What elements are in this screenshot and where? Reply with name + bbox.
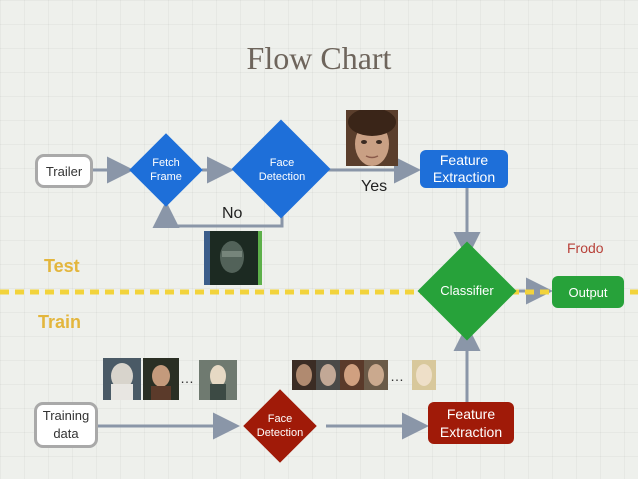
trailer-label: Trailer (45, 163, 83, 179)
training-data-box: Training data (34, 402, 98, 448)
result-label: Frodo (567, 240, 604, 256)
character-photos (103, 358, 237, 400)
trailer-box: Trailer (35, 154, 93, 188)
classifier-label: Classifier (440, 283, 494, 298)
face-crop-photos (292, 360, 436, 390)
face-detection-label: Face Detection (258, 157, 306, 183)
feature-extraction-box: Feature Extraction (420, 150, 508, 188)
train-face-detection-label: Face Detection (256, 413, 304, 439)
fetch-frame-label: Fetch Frame (150, 157, 182, 183)
test-section-label: Test (44, 256, 80, 276)
ellipsis-2: … (390, 368, 404, 384)
output-box: Output (552, 276, 624, 308)
ellipsis-1: … (180, 370, 194, 386)
face-photo (346, 110, 398, 166)
slide-title: Flow Chart (246, 40, 392, 76)
train-feature-extraction-box: Feature Extraction (428, 402, 514, 444)
no-label: No (222, 205, 243, 222)
output-label: Output (568, 284, 608, 300)
train-section-label: Train (38, 312, 82, 332)
yes-label: Yes (361, 178, 388, 195)
blurry-frame-photo (204, 231, 262, 285)
